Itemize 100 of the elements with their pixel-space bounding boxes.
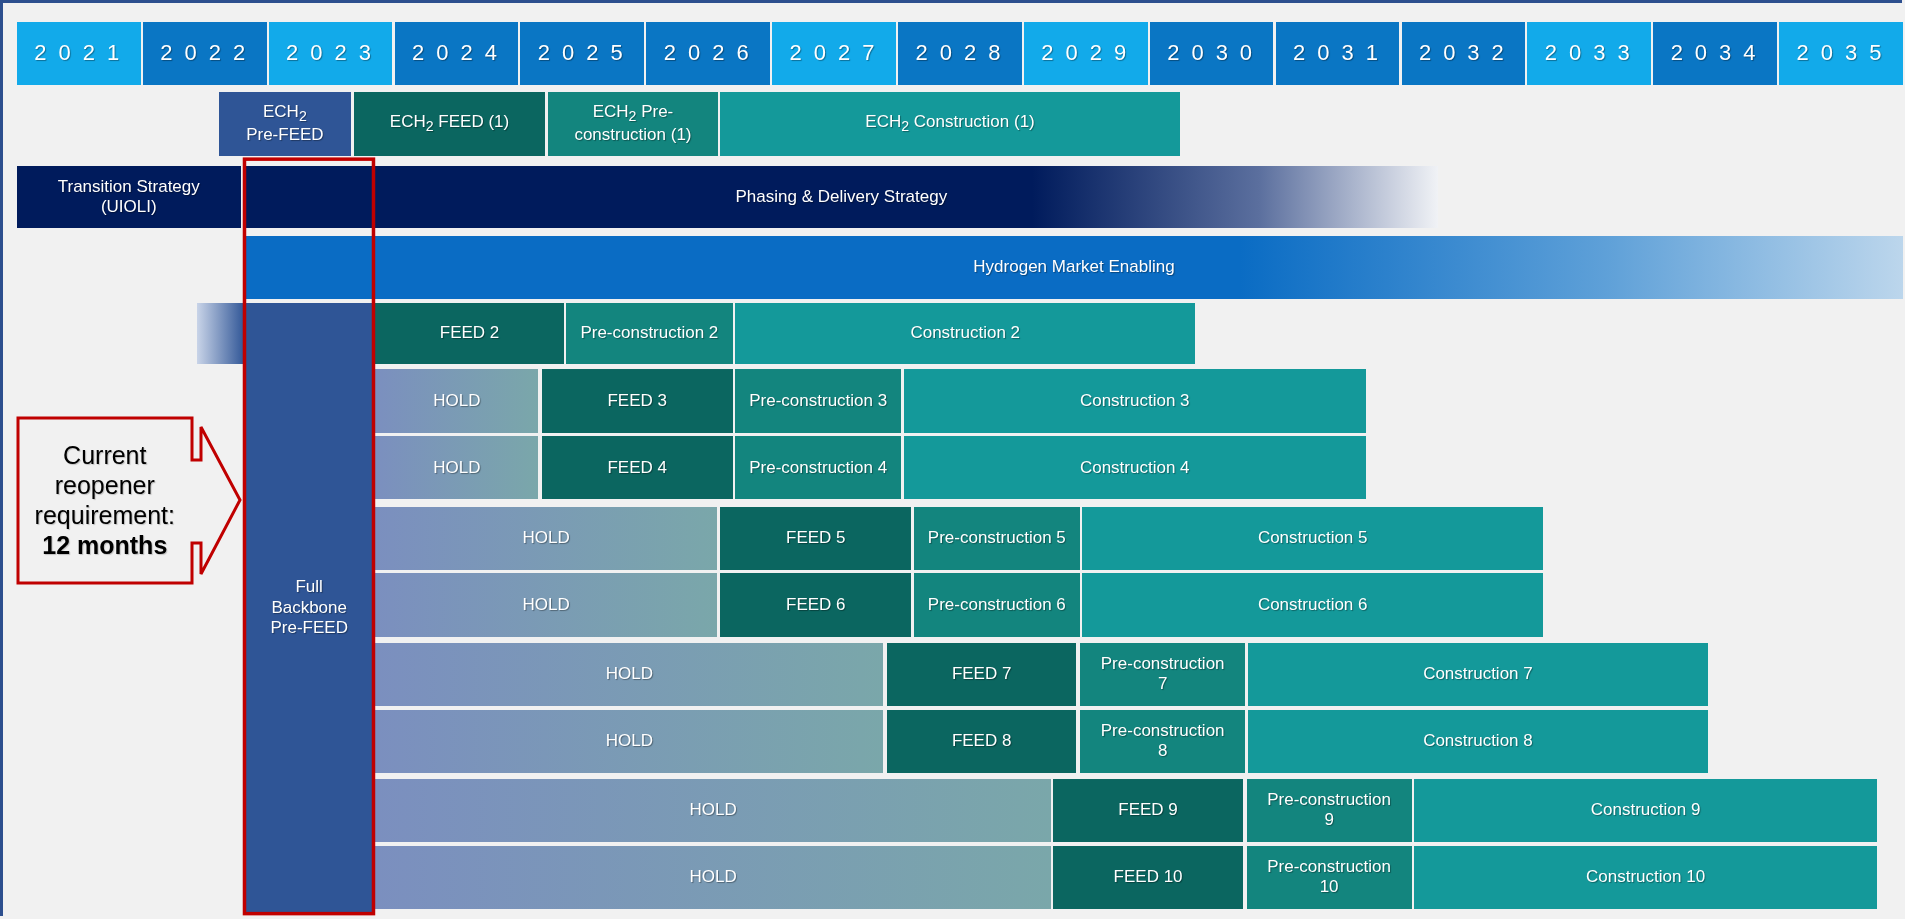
- hold-bar: [375, 709, 884, 773]
- bar-label: 2027: [788, 40, 888, 67]
- feed-bar: [353, 92, 546, 156]
- bar-label: 2028: [914, 40, 1014, 67]
- bar-label: ECH$_{2}$ Pre-FEED: [245, 102, 325, 146]
- pre-construction-bar: [735, 436, 902, 500]
- bar-label: Construction 6: [1256, 594, 1369, 616]
- pre-construction-bar: [1080, 642, 1246, 706]
- strategy-bar: [17, 166, 241, 229]
- hold-bar: [375, 845, 1051, 909]
- bar-label: 2023: [285, 40, 385, 67]
- year-header-cell: [646, 21, 770, 86]
- bar-label: Pre-construction 3: [748, 390, 889, 412]
- bar-label: Construction 4: [1078, 457, 1191, 478]
- bar-label: HOLD: [688, 866, 738, 888]
- pre-construction-bar: [566, 302, 733, 365]
- year-header-cell: [1401, 21, 1526, 86]
- year-header-cell: [772, 21, 896, 86]
- construction-bar: [720, 92, 1180, 156]
- phase-bar: [196, 302, 246, 365]
- bar-label: FEED 8: [950, 730, 1013, 752]
- bar-label: 2034: [1669, 40, 1769, 67]
- year-header-cell: [394, 21, 519, 86]
- phase-bar: [218, 92, 352, 156]
- year-header-cell: [898, 21, 1022, 86]
- bar-label: Construction 10: [1585, 866, 1707, 888]
- bar-label: HOLD: [604, 730, 654, 752]
- bar-label: 2032: [1417, 40, 1517, 67]
- bar-label: Full Backbone Pre-FEED: [269, 577, 349, 639]
- bar-label: Pre-construction 6: [926, 594, 1067, 616]
- construction-bar: [1414, 845, 1878, 909]
- bar-label: 2024: [410, 40, 510, 67]
- callout-text: Current reopener requirement: 12 months: [33, 439, 176, 560]
- bar-label: 2029: [1040, 40, 1140, 67]
- bar-label: 2026: [662, 40, 762, 67]
- hold-bar: [375, 573, 717, 637]
- bar-label: Construction 7: [1422, 664, 1534, 685]
- bar-label: HOLD: [432, 390, 482, 412]
- pre-construction-bar: [913, 573, 1081, 637]
- bar-label: ECH$_{2}$ FEED (1): [388, 112, 511, 136]
- callout-arrow-box: [15, 415, 243, 585]
- pre-construction-bar: [547, 92, 718, 156]
- hold-bar: [375, 642, 884, 706]
- bar-label: HOLD: [432, 457, 482, 478]
- bar-label: 2031: [1292, 40, 1391, 67]
- feed-bar: [720, 573, 912, 637]
- bar-label: 2022: [159, 40, 259, 67]
- bar-label: FEED 9: [1117, 800, 1179, 821]
- bar-label: Construction 9: [1589, 800, 1702, 821]
- bar-label: Pre-construction 2: [579, 323, 720, 344]
- year-header-cell: [1527, 21, 1652, 86]
- year-header-cell: [1779, 21, 1903, 86]
- pre-construction-bar: [913, 506, 1081, 570]
- bar-label: Pre-construction 9: [1266, 789, 1392, 831]
- year-header-cell: [1275, 21, 1400, 86]
- bar-label: 2033: [1543, 40, 1643, 67]
- bar-label: FEED 10: [1112, 866, 1184, 888]
- year-header-cell: [268, 21, 393, 86]
- construction-bar: [1082, 573, 1543, 637]
- feed-bar: [720, 506, 912, 570]
- year-header-cell: [520, 21, 645, 86]
- feed-bar: [541, 436, 733, 500]
- construction-bar: [903, 369, 1366, 433]
- bar-label: Pre-construction 10: [1266, 856, 1392, 898]
- bar-label: FEED 3: [606, 390, 668, 412]
- construction-bar: [1082, 506, 1543, 570]
- bar-label: FEED 7: [950, 664, 1013, 685]
- bar-label: 2025: [536, 40, 636, 67]
- bar-label: ECH$_{2}$ Construction (1): [864, 112, 1036, 136]
- bar-label: FEED 2: [438, 323, 501, 344]
- bar-label: FEED 5: [785, 528, 847, 549]
- pre-construction-bar: [1246, 845, 1412, 909]
- bar-label: HOLD: [604, 664, 654, 685]
- construction-bar: [735, 302, 1196, 365]
- bar-label: Construction 5: [1256, 528, 1369, 549]
- bar-label: Pre-construction 5: [926, 528, 1067, 549]
- bar-label: Construction 2: [909, 323, 1022, 344]
- bar-label: Pre-construction 8: [1099, 720, 1226, 762]
- construction-bar: [1414, 778, 1878, 842]
- bar-label: Construction 8: [1422, 730, 1534, 752]
- year-header-cell: [1023, 21, 1148, 86]
- construction-bar: [903, 436, 1366, 500]
- feed-bar: [886, 642, 1077, 706]
- hold-bar: [375, 778, 1051, 842]
- bar-label: Pre-construction 7: [1099, 653, 1226, 695]
- feed-bar: [886, 709, 1077, 773]
- bar-label: Transition Strategy (UIOLI): [56, 177, 201, 218]
- bar-label: FEED 4: [606, 457, 668, 478]
- bar-label: Construction 3: [1078, 390, 1191, 412]
- bar-label: 2030: [1166, 40, 1266, 67]
- bar-label: FEED 6: [785, 594, 847, 616]
- year-header-cell: [17, 21, 141, 86]
- hold-bar: [375, 506, 717, 570]
- bar-label: Hydrogen Market Enabling: [972, 257, 1176, 278]
- bar-label: 2021: [33, 40, 133, 67]
- pre-construction-bar: [735, 369, 902, 433]
- bar-label: HOLD: [688, 800, 738, 821]
- bar-label: HOLD: [521, 594, 571, 616]
- hold-bar: [375, 369, 539, 433]
- year-header-cell: [1149, 21, 1274, 86]
